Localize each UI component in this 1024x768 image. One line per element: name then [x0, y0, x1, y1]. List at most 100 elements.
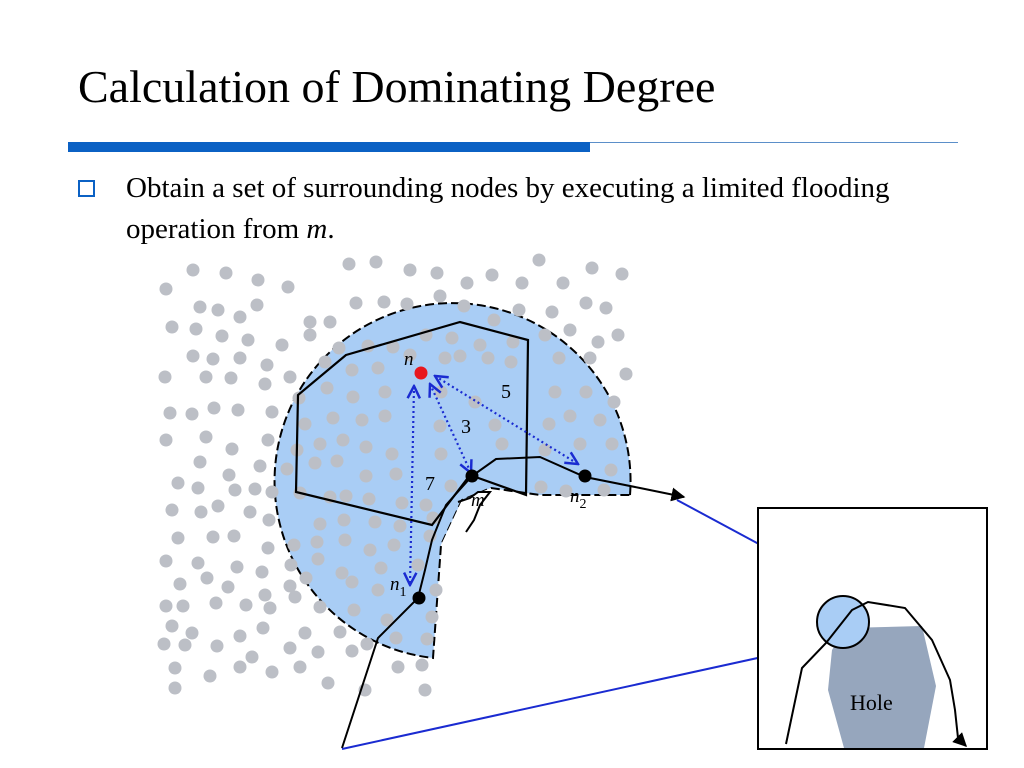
sensor-node — [400, 297, 414, 311]
sensor-node — [339, 489, 353, 503]
sensor-node — [434, 447, 448, 461]
sensor-node — [485, 268, 499, 282]
sensor-node — [387, 538, 401, 552]
sensor-node — [222, 468, 236, 482]
zoom-line-bottom — [341, 642, 827, 750]
sensor-node — [604, 463, 618, 477]
sensor-node — [191, 481, 205, 495]
sensor-node — [280, 462, 294, 476]
sensor-node — [173, 577, 187, 591]
node-m — [465, 469, 479, 483]
sensor-node — [433, 289, 447, 303]
sensor-node — [371, 583, 385, 597]
sensor-node — [378, 409, 392, 423]
sensor-node — [359, 469, 373, 483]
sensor-node — [418, 683, 432, 697]
sensor-node — [430, 266, 444, 280]
sensor-node — [275, 338, 289, 352]
label-m: m — [471, 490, 485, 511]
bullet-text: Obtain a set of surrounding nodes by exe… — [126, 172, 890, 245]
sensor-node — [426, 511, 440, 525]
distance-arrow-n-n1 — [410, 386, 414, 585]
sensor-node — [313, 437, 327, 451]
sensor-node — [251, 273, 265, 287]
sensor-node — [225, 442, 239, 456]
hole-boundary-path — [341, 455, 686, 749]
sensor-node — [255, 565, 269, 579]
sensor-node — [506, 335, 520, 349]
sensor-node — [253, 459, 267, 473]
sensor-node — [504, 355, 518, 369]
sensor-node — [265, 485, 279, 499]
sensor-node — [605, 437, 619, 451]
sensor-node — [313, 517, 327, 531]
sensor-node — [185, 626, 199, 640]
sensor-node — [308, 456, 322, 470]
sensor-node — [320, 381, 334, 395]
sensor-node — [176, 599, 190, 613]
sensor-node — [360, 637, 374, 651]
sensor-node — [159, 599, 173, 613]
sensor-node — [362, 492, 376, 506]
slide-title: Calculation of Dominating Degree — [78, 61, 716, 112]
sensor-node — [332, 341, 346, 355]
sensor-node — [186, 349, 200, 363]
sensor-node — [159, 433, 173, 447]
sensor-node — [386, 340, 400, 354]
distance-label-n-n1: 7 — [425, 473, 435, 495]
sensor-node — [336, 433, 350, 447]
sensor-node — [585, 261, 599, 275]
sensor-node — [347, 603, 361, 617]
sensor-node — [326, 411, 340, 425]
sensor-node — [245, 650, 259, 664]
sensor-node — [209, 596, 223, 610]
sensor-node — [548, 385, 562, 399]
sensor-node — [168, 661, 182, 675]
sensor-node — [323, 315, 337, 329]
sensor-node — [438, 351, 452, 365]
sensor-node — [250, 298, 264, 312]
hole-label: Hole — [850, 690, 893, 715]
sensor-node — [263, 601, 277, 615]
sensor-node — [298, 626, 312, 640]
sensor-node — [262, 513, 276, 527]
sensor-node — [369, 255, 383, 269]
node-n — [414, 366, 428, 380]
distance-label-n-n2: 5 — [501, 381, 511, 403]
sensor-node — [338, 533, 352, 547]
sensor-node — [191, 556, 205, 570]
sensor-node — [206, 530, 220, 544]
sensor-node — [258, 588, 272, 602]
sensor-node — [199, 370, 213, 384]
sensor-node — [420, 632, 434, 646]
sensor-node — [487, 313, 501, 327]
sensor-node — [429, 583, 443, 597]
sensor-node — [532, 253, 546, 267]
sensor-node — [345, 575, 359, 589]
sensor-node — [419, 498, 433, 512]
sensor-node — [231, 403, 245, 417]
sensor-node — [583, 351, 597, 365]
sensor-node — [165, 503, 179, 517]
sensor-node — [206, 352, 220, 366]
sensor-node — [310, 535, 324, 549]
sensor-node — [241, 333, 255, 347]
sensor-node — [389, 467, 403, 481]
sensor-node — [168, 681, 182, 695]
sensor-node — [597, 483, 611, 497]
node-n2 — [578, 469, 592, 483]
sensor-node — [345, 644, 359, 658]
sensor-node — [211, 499, 225, 513]
sensor-node — [313, 600, 327, 614]
sensor-node — [371, 361, 385, 375]
sensor-node — [207, 401, 221, 415]
sensor-node — [335, 566, 349, 580]
sensor-node — [615, 267, 629, 281]
sensor-node — [215, 329, 229, 343]
sensor-node — [457, 299, 471, 313]
sensor-node — [377, 295, 391, 309]
sensor-node — [287, 538, 301, 552]
sensor-node — [591, 335, 605, 349]
sensor-node — [460, 276, 474, 290]
